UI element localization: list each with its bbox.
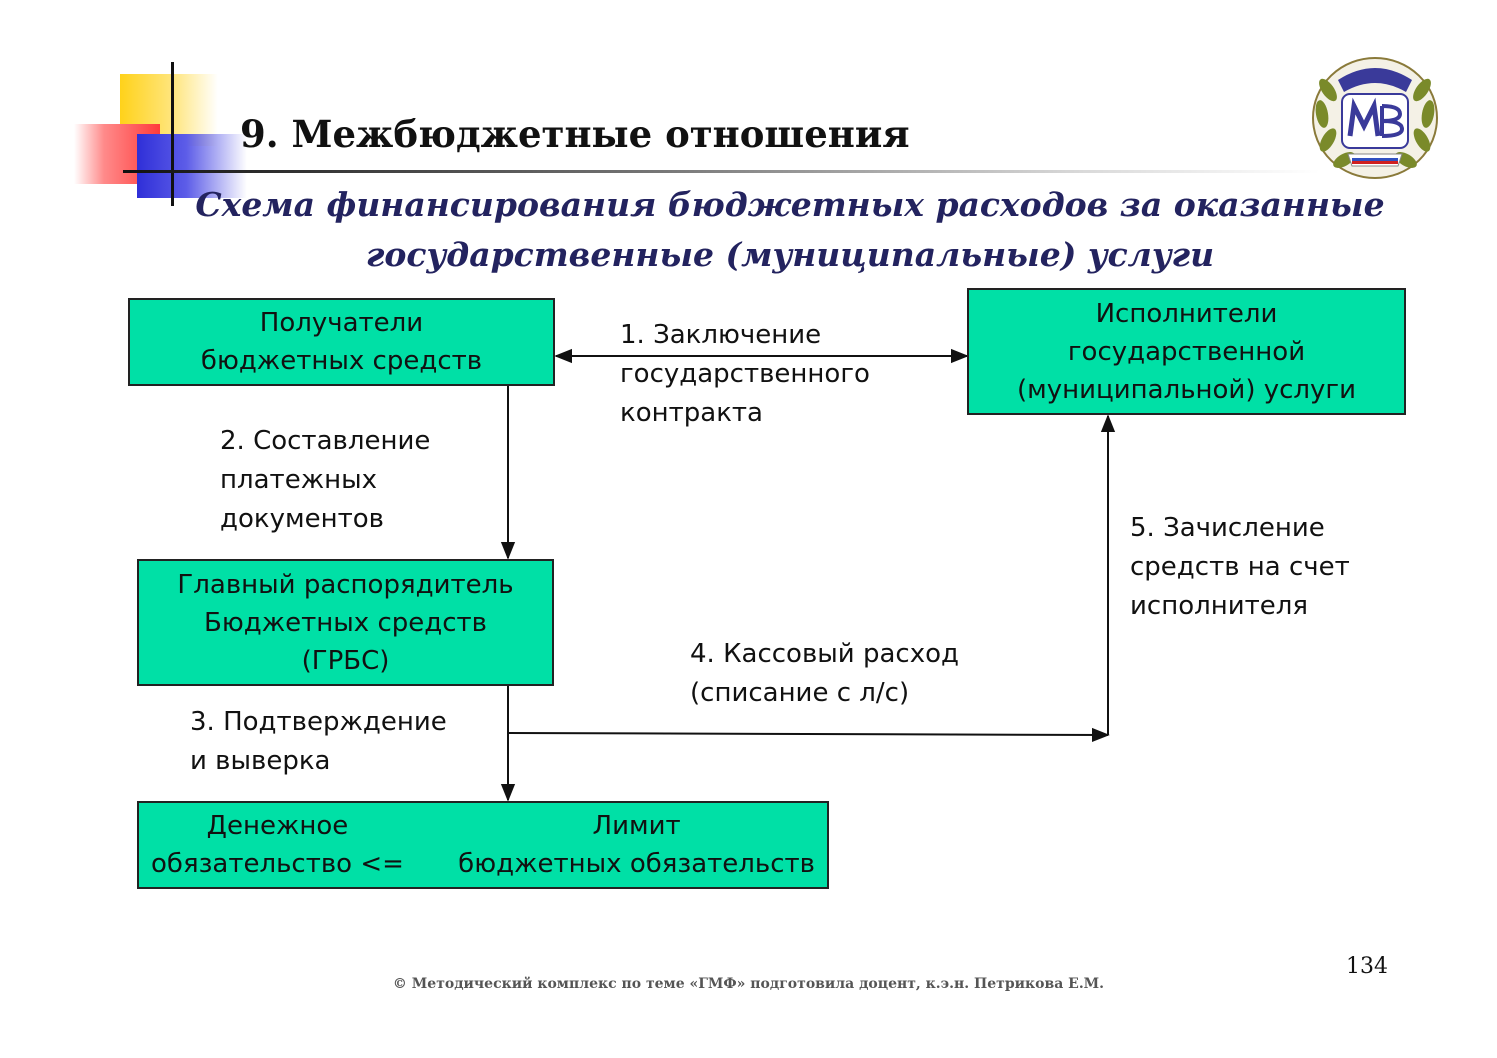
limit-right-line-2: бюджетных обязательств xyxy=(458,849,815,879)
step4-line-1: 4. Кассовый расход xyxy=(690,639,959,669)
decor-blue-square xyxy=(137,134,247,198)
university-emblem-icon xyxy=(1312,57,1438,179)
step2-line-3: документов xyxy=(220,504,384,534)
step3-label: 3. Подтверждение и выверка xyxy=(190,703,447,781)
step2-label: 2. Составление платежных документов xyxy=(220,422,430,539)
step3-line-1: 3. Подтверждение xyxy=(190,707,447,737)
executors-line-3: (муниципальной) услуги xyxy=(1017,374,1356,405)
box-service-executors: Исполнители государственной (муниципальн… xyxy=(967,288,1406,415)
page-number: 134 xyxy=(1346,954,1388,979)
step2-line-1: 2. Составление xyxy=(220,426,431,456)
grbs-line-2: Бюджетных средств xyxy=(204,607,487,638)
step1-label: 1. Заключение государственного контракта xyxy=(620,316,870,433)
limit-left-line-2: обязательство <= xyxy=(151,849,404,879)
step5-line-3: исполнителя xyxy=(1130,591,1309,621)
slide-title: 9. Межбюджетные отношения xyxy=(240,112,910,156)
step1-line-3: контракта xyxy=(620,398,763,428)
footer-copyright: © Методический комплекс по теме «ГМФ» по… xyxy=(392,976,1105,992)
executors-line-1: Исполнители xyxy=(1095,298,1278,329)
step5-line-2: средств на счет xyxy=(1130,552,1350,582)
step4-line-2: (списание с л/с) xyxy=(690,678,910,708)
limit-right-line-1: Лимит xyxy=(592,811,681,841)
title-underline xyxy=(123,170,1320,173)
cash-expense-arrow xyxy=(507,727,1110,743)
subtitle-line-1: Схема финансирования бюджетных расходов … xyxy=(195,185,1385,224)
diagram-subtitle: Схема финансирования бюджетных расходов … xyxy=(180,180,1400,280)
recipients-line-1: Получатели xyxy=(259,308,424,338)
step4-label: 4. Кассовый расход (списание с л/с) xyxy=(690,635,959,713)
grbs-line-3: (ГРБС) xyxy=(301,645,390,676)
step3-line-2: и выверка xyxy=(190,746,331,776)
step1-line-2: государственного xyxy=(620,359,870,389)
box-budget-recipients: Получатели бюджетных средств xyxy=(128,298,555,386)
subtitle-line-2: государственные (муниципальные) услуги xyxy=(365,235,1215,274)
step1-line-1: 1. Заключение xyxy=(620,320,822,350)
box-obligation-limit: Денежное обязательство <= Лимит бюджетны… xyxy=(137,801,829,889)
box-grbs: Главный распорядитель Бюджетных средств … xyxy=(137,559,554,686)
grbs-line-1: Главный распорядитель xyxy=(177,569,514,600)
step2-line-2: платежных xyxy=(220,465,378,495)
step5-line-1: 5. Зачисление xyxy=(1130,513,1325,543)
decor-vertical-line xyxy=(171,62,174,206)
limit-left: Денежное обязательство <= xyxy=(151,807,404,883)
limit-right: Лимит бюджетных обязательств xyxy=(458,807,815,883)
step5-label: 5. Зачисление средств на счет исполнител… xyxy=(1130,509,1350,626)
executors-line-2: государственной xyxy=(1067,336,1306,367)
recipients-line-2: бюджетных средств xyxy=(200,346,483,376)
limit-left-line-1: Денежное xyxy=(206,811,349,841)
